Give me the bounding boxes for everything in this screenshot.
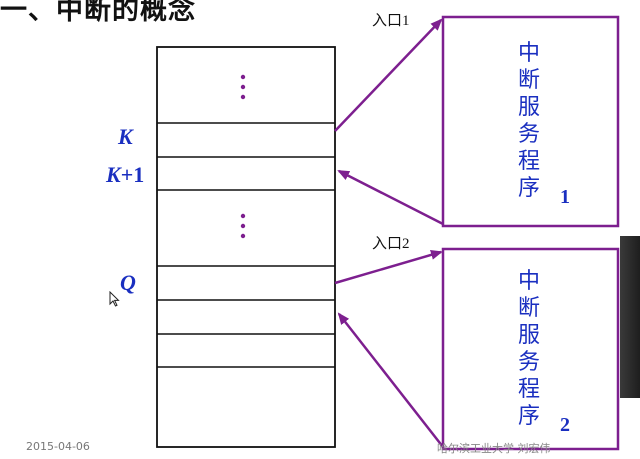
isr-box-1 <box>441 15 620 228</box>
isr-1-text: 中 断 服 务 程 序 <box>517 41 540 201</box>
isr-1-number: 1 <box>560 186 570 208</box>
video-overlay-panel <box>620 236 640 398</box>
mouse-cursor-icon <box>109 291 120 307</box>
arrow-return-1 <box>337 169 444 226</box>
label-q: Q <box>120 270 136 295</box>
arrow-return-2 <box>337 312 444 448</box>
ellipsis-upper <box>240 74 246 100</box>
entry-label-1: 入口1 <box>372 13 410 29</box>
label-k-plus-1: K+1 <box>106 162 145 187</box>
arrow-entry-2 <box>334 250 443 285</box>
isr-box-2 <box>441 247 620 451</box>
page-title: 一、中断的概念 <box>0 0 196 26</box>
isr-2-number: 2 <box>560 414 570 436</box>
memory-table-outline <box>156 46 336 448</box>
entry-label-2: 入口2 <box>372 236 410 252</box>
memory-table <box>156 46 336 448</box>
isr-2-text: 中 断 服 务 程 序 <box>517 269 540 429</box>
footer-author: 哈尔滨工业大学 刘宏伟 <box>437 442 551 455</box>
ellipsis-lower <box>240 213 246 239</box>
footer-date: 2015-04-06 <box>26 440 90 453</box>
arrow-entry-1 <box>334 18 443 132</box>
label-k: K <box>118 124 133 149</box>
